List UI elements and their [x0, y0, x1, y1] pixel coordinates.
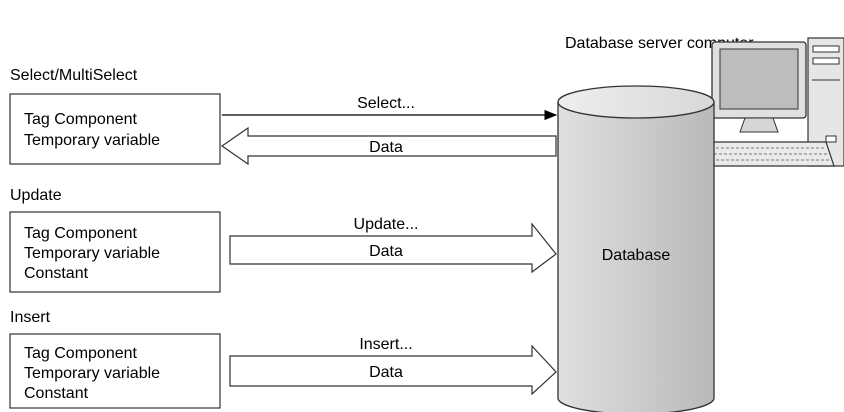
section-insert: Insert Tag Component Temporary variable …: [9, 309, 557, 409]
data-label: Data: [369, 139, 403, 156]
section-select: Select/MultiSelect Tag Component Tempora…: [9, 67, 558, 166]
command-label: Update...: [354, 216, 419, 233]
section-title: Insert: [10, 309, 51, 326]
box-line: Tag Component: [24, 225, 138, 242]
section-update: Update Tag Component Temporary variable …: [9, 187, 557, 293]
command-label: Insert...: [359, 336, 412, 353]
box-line: Temporary variable: [24, 365, 160, 382]
database-cylinder: [557, 85, 715, 412]
data-label: Data: [369, 364, 403, 381]
server-label: Database server computer: [565, 35, 754, 52]
section-title: Select/MultiSelect: [10, 67, 138, 84]
box-line: Constant: [24, 265, 89, 282]
section-title: Update: [10, 187, 62, 204]
box-line: Temporary variable: [24, 245, 160, 262]
source-box: [9, 211, 221, 293]
command-label: Select...: [357, 95, 415, 112]
box-line: Temporary variable: [24, 132, 160, 149]
box-line: Tag Component: [24, 111, 138, 128]
database-label: Database: [602, 247, 671, 264]
box-line: Constant: [24, 385, 89, 402]
source-box: [9, 333, 221, 409]
data-send-arrow: [229, 222, 557, 274]
box-line: Tag Component: [24, 345, 138, 362]
data-return-arrow: [220, 126, 557, 166]
data-label: Data: [369, 243, 403, 260]
computer-icon: [703, 37, 844, 167]
source-box: [9, 93, 221, 165]
data-send-arrow: [229, 344, 557, 396]
